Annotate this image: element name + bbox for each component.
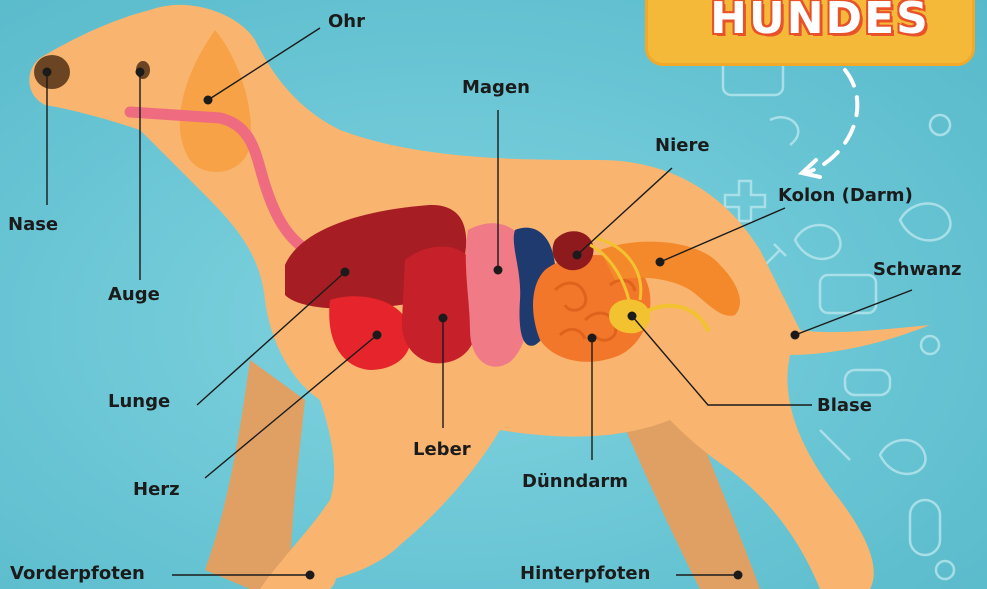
cat-face-icon [795,225,840,259]
label-herz: Herz [133,480,180,500]
paw-print-icon [921,336,939,354]
paw-print-icon [930,115,950,135]
cat-face-icon [880,440,925,474]
label-duenndarm: Dünndarm [522,472,628,492]
kidney-organ [553,231,594,270]
label-niere: Niere [655,136,710,156]
label-leber: Leber [413,440,471,460]
label-nase: Nase [8,215,58,235]
leader-schwanz [795,290,912,335]
bandage-icon [845,370,890,395]
stethoscope-icon [770,117,798,145]
pill-icon [910,500,940,555]
label-lunge: Lunge [108,392,170,412]
label-vorderpfoten: Vorderpfoten [10,564,145,584]
label-auge: Auge [108,285,160,305]
dog-nose [34,55,70,89]
label-hinterpfoten: Hinterpfoten [520,564,650,584]
page-title: HUNDES [690,0,950,44]
dashed-arrow [805,70,857,173]
paw-print-icon [936,561,954,579]
label-kolon: Kolon (Darm) [778,186,913,206]
syringe-icon [820,430,850,460]
label-ohr: Ohr [328,12,365,32]
label-schwanz: Schwanz [873,260,962,280]
label-magen: Magen [462,78,530,98]
arrow-head [802,160,820,177]
cat-face-icon [900,204,950,241]
label-blase: Blase [817,396,872,416]
